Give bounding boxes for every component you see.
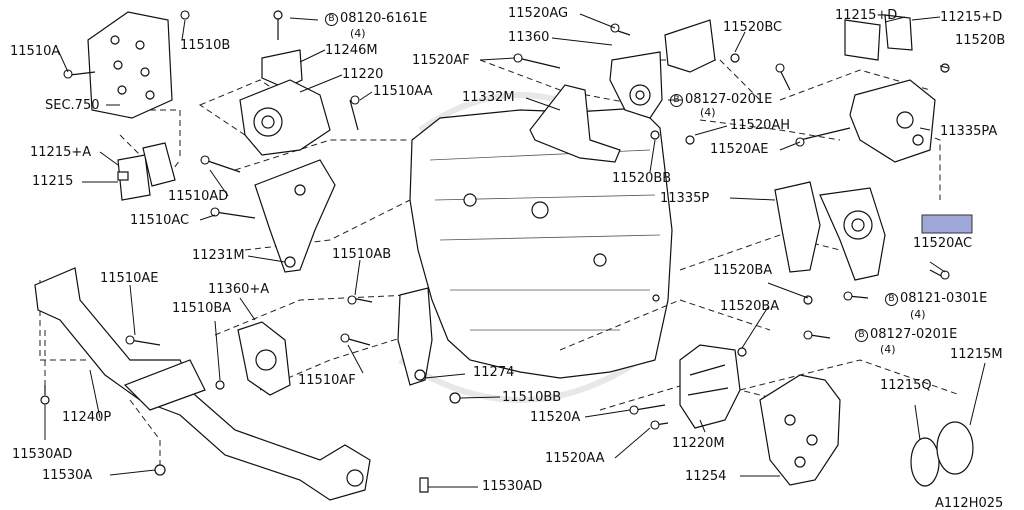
leader-lines <box>44 13 986 488</box>
bracket-11335p <box>774 181 946 339</box>
mount-11220 <box>239 79 359 156</box>
label-11215a: 11215+A <box>30 145 92 160</box>
label-11520ac: 11520AC <box>913 236 973 251</box>
label-11520b: 11520B <box>955 33 1006 48</box>
label-11215m: 11215M <box>950 347 1003 362</box>
label-11274: 11274 <box>473 365 515 380</box>
bracket-11246m <box>261 10 303 89</box>
label-08120-text: 08120-6161E <box>340 11 428 26</box>
label-11520ah: 11520AH <box>730 118 791 133</box>
label-11520ae: 11520AE <box>710 142 769 157</box>
bolt-circle-marker: B <box>855 329 868 342</box>
label-11510b: 11510B <box>180 38 231 53</box>
label-11520ag: 11520AG <box>508 6 569 21</box>
pads-11215a <box>117 142 176 201</box>
label-11510ac: 11510AC <box>130 213 190 228</box>
label-11520ba-1: 11520BA <box>713 263 773 278</box>
mount-11220m <box>634 344 747 429</box>
label-11520a: 11520A <box>530 410 581 425</box>
label-a112h025: A112H025 <box>935 496 1004 510</box>
label-11520af: 11520AF <box>412 53 470 68</box>
label-11231m: 11231M <box>192 248 245 263</box>
label-sec750: SEC.750 <box>45 98 100 113</box>
crossmember-11240p <box>34 267 429 501</box>
label-11520bb: 11520BB <box>612 171 672 186</box>
label-08121-qty: (4) <box>910 308 926 321</box>
label-08127b-text: 08127-0201E <box>870 327 958 342</box>
label-11510aa: 11510AA <box>373 84 433 99</box>
label-11246m: 11246M <box>325 43 378 58</box>
label-11335pa: 11335PA <box>940 124 998 139</box>
label-11254: 11254 <box>685 469 727 484</box>
bracket-11332m <box>517 57 621 163</box>
label-11510af: 11510AF <box>298 373 356 388</box>
label-08127a-text: 08127-0201E <box>685 92 773 107</box>
bracket-11254 <box>759 374 841 486</box>
label-11220: 11220 <box>342 67 384 82</box>
label-11215d-1: 11215+D <box>835 8 898 23</box>
label-11215: 11215 <box>32 174 74 189</box>
label-11530a: 11530A <box>42 468 93 483</box>
mount-11360 <box>609 19 740 140</box>
label-11520ba-2: 11520BA <box>720 299 780 314</box>
engine-block <box>409 107 673 379</box>
label-11215q: 11215Q <box>880 378 932 393</box>
label-11332m: 11332M <box>462 90 515 105</box>
label-08121-text: 08121-0301E <box>900 291 988 306</box>
label-08127b-qty: (4) <box>880 343 896 356</box>
bolt-circle-marker: B <box>325 13 338 26</box>
label-11220m: 11220M <box>672 436 725 451</box>
label-11520bc: 11520BC <box>723 20 783 35</box>
fasteners <box>63 10 950 430</box>
label-11510ab: 11510AB <box>332 247 392 262</box>
label-11510bb: 11510BB <box>502 390 562 405</box>
label-11510ae: 11510AE <box>100 271 159 286</box>
label-11335p: 11335P <box>660 191 710 206</box>
label-11510a: 11510A <box>10 44 61 59</box>
label-11360: 11360 <box>508 30 550 45</box>
bracket-sec750 <box>69 11 173 119</box>
label-11510ba: 11510BA <box>172 301 232 316</box>
label-08127a-qty: (4) <box>700 106 716 119</box>
label-11530ad-1: 11530AD <box>12 447 73 462</box>
pads-11215q-11215m <box>910 421 974 487</box>
label-08120-qty: (4) <box>350 27 366 40</box>
bolt-circle-marker: B <box>885 293 898 306</box>
label-11530ad-2: 11530AD <box>482 479 543 494</box>
highlight-marker <box>921 214 973 234</box>
label-11520aa: 11520AA <box>545 451 605 466</box>
mount-11360a <box>215 321 291 396</box>
bracket-11335pa <box>685 14 950 163</box>
bolt-circle-marker: B <box>670 94 683 107</box>
label-11240p: 11240P <box>62 410 112 425</box>
label-11510ad: 11510AD <box>168 189 229 204</box>
label-11215d-2: 11215+D <box>940 10 1003 25</box>
label-11360a: 11360+A <box>208 282 270 297</box>
